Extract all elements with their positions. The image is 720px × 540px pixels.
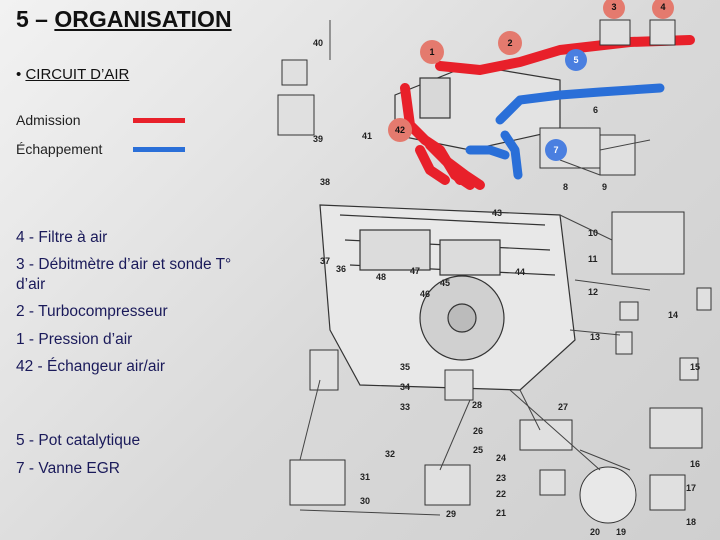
svg-text:10: 10 bbox=[588, 228, 598, 238]
engine-block bbox=[320, 65, 575, 390]
section-heading: • CIRCUIT D’AIR bbox=[16, 66, 129, 83]
svg-text:43: 43 bbox=[492, 208, 502, 218]
legend-exhaust-line bbox=[133, 147, 185, 152]
svg-text:20: 20 bbox=[590, 527, 600, 537]
svg-text:19: 19 bbox=[616, 527, 626, 537]
svg-text:24: 24 bbox=[496, 453, 506, 463]
svg-text:7: 7 bbox=[553, 145, 558, 155]
list-item: 7 - Vanne EGR bbox=[16, 460, 261, 478]
engine-air-circuit-diagram: 1 2 3 4 5 7 42 6 8 9 10 11 12 13 14 15 1… bbox=[262, 0, 720, 540]
svg-text:6: 6 bbox=[593, 105, 598, 115]
legend-intake-line bbox=[133, 118, 185, 123]
exhaust-parts-list: 5 - Pot catalytique 7 - Vanne EGR bbox=[16, 432, 261, 488]
svg-text:17: 17 bbox=[686, 483, 696, 493]
svg-text:9: 9 bbox=[602, 182, 607, 192]
svg-text:32: 32 bbox=[385, 449, 395, 459]
title-prefix: 5 – bbox=[16, 6, 54, 32]
section-label: CIRCUIT D’AIR bbox=[25, 66, 129, 83]
legend-intake-label: Admission bbox=[16, 112, 81, 128]
svg-text:5: 5 bbox=[573, 55, 578, 65]
svg-text:42: 42 bbox=[395, 125, 405, 135]
svg-text:34: 34 bbox=[400, 382, 410, 392]
title-main: ORGANISATION bbox=[54, 6, 231, 32]
list-item: 5 - Pot catalytique bbox=[16, 432, 261, 450]
svg-text:2: 2 bbox=[507, 38, 512, 48]
list-item: 1 - Pression d’air bbox=[16, 330, 261, 350]
svg-text:11: 11 bbox=[588, 254, 598, 264]
svg-text:4: 4 bbox=[660, 2, 665, 12]
svg-text:36: 36 bbox=[336, 264, 346, 274]
svg-text:28: 28 bbox=[472, 400, 482, 410]
svg-text:13: 13 bbox=[590, 332, 600, 342]
svg-text:30: 30 bbox=[360, 496, 370, 506]
svg-text:3: 3 bbox=[611, 2, 616, 12]
svg-text:31: 31 bbox=[360, 472, 370, 482]
svg-text:35: 35 bbox=[400, 362, 410, 372]
svg-text:14: 14 bbox=[668, 310, 678, 320]
svg-text:12: 12 bbox=[588, 287, 598, 297]
page-title: 5 – ORGANISATION bbox=[16, 6, 232, 33]
svg-text:46: 46 bbox=[420, 289, 430, 299]
svg-text:38: 38 bbox=[320, 177, 330, 187]
svg-text:41: 41 bbox=[362, 131, 372, 141]
legend-exhaust-label: Échappement bbox=[16, 141, 102, 157]
svg-text:39: 39 bbox=[313, 134, 323, 144]
bullet-glyph: • bbox=[16, 66, 21, 83]
svg-text:21: 21 bbox=[496, 508, 506, 518]
svg-text:23: 23 bbox=[496, 473, 506, 483]
svg-text:45: 45 bbox=[440, 278, 450, 288]
svg-text:15: 15 bbox=[690, 362, 700, 372]
svg-text:8: 8 bbox=[563, 182, 568, 192]
list-item: 42 - Échangeur air/air bbox=[16, 357, 261, 377]
svg-text:1: 1 bbox=[429, 47, 434, 57]
svg-text:27: 27 bbox=[558, 402, 568, 412]
svg-text:29: 29 bbox=[446, 509, 456, 519]
svg-text:47: 47 bbox=[410, 266, 420, 276]
list-item: 3 - Débitmètre d’air et sonde T° d’air bbox=[16, 255, 261, 295]
svg-text:44: 44 bbox=[515, 267, 525, 277]
svg-text:22: 22 bbox=[496, 489, 506, 499]
svg-text:33: 33 bbox=[400, 402, 410, 412]
intake-parts-list: 4 - Filtre à air 3 - Débitmètre d’air et… bbox=[16, 228, 261, 384]
svg-text:48: 48 bbox=[376, 272, 386, 282]
svg-text:25: 25 bbox=[473, 445, 483, 455]
list-item: 2 - Turbocompresseur bbox=[16, 302, 261, 322]
svg-text:37: 37 bbox=[320, 256, 330, 266]
svg-text:26: 26 bbox=[473, 426, 483, 436]
svg-text:18: 18 bbox=[686, 517, 696, 527]
svg-text:40: 40 bbox=[313, 38, 323, 48]
svg-text:16: 16 bbox=[690, 459, 700, 469]
list-item: 4 - Filtre à air bbox=[16, 228, 261, 248]
